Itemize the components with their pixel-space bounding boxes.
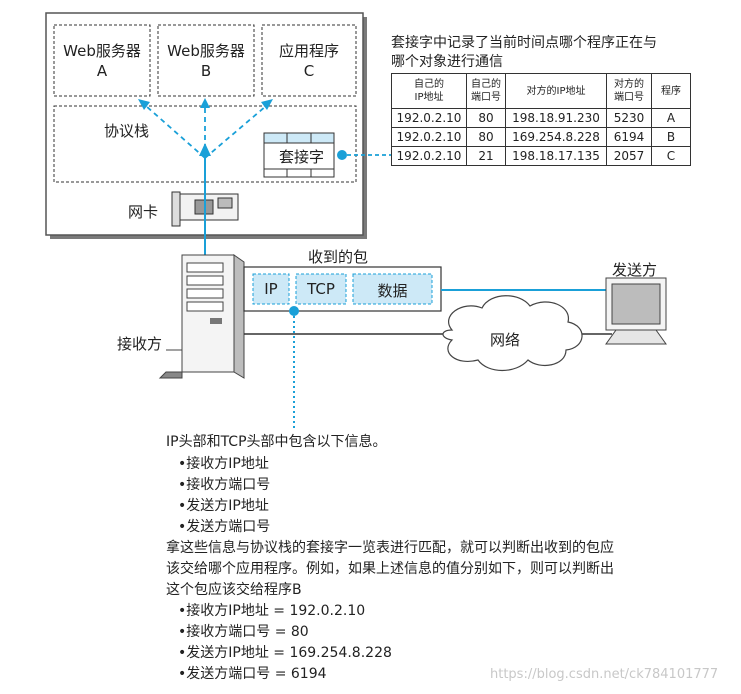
col-header: 程序 <box>651 73 691 109</box>
table-cell: B <box>651 127 691 147</box>
app-b-box <box>157 24 255 97</box>
ip-field-label: IP <box>264 280 278 298</box>
app-a-box <box>53 24 151 97</box>
table-cell: A <box>651 108 691 128</box>
value-item: •发送方IP地址 = 169.254.8.228 <box>178 645 392 661</box>
table-cell: 192.0.2.10 <box>391 146 467 166</box>
packet-dot <box>289 306 299 316</box>
ip-field-box <box>252 273 290 305</box>
data-field-box <box>352 273 433 305</box>
table-cell: 5230 <box>606 108 652 128</box>
table-cell: C <box>651 146 691 166</box>
col-header: 对方的IP地址 <box>505 73 607 109</box>
app-b-label: Web服务器 B <box>158 41 254 81</box>
dispatch-arrows <box>145 105 267 159</box>
socket-note-line2: 哪个对象进行通信 <box>391 54 503 70</box>
table-cell: 192.0.2.10 <box>391 108 467 128</box>
explanation-para-line3: 这个包应该交给程序B <box>166 582 302 598</box>
explanation-intro: IP头部和TCP头部中包含以下信息。 <box>166 434 387 450</box>
tcp-field-box <box>295 273 347 305</box>
app-c-box <box>261 24 357 97</box>
field-item: •接收方IP地址 <box>178 456 269 472</box>
field-item: •发送方IP地址 <box>178 498 269 514</box>
socket-note: 套接字中记录了当前时间点哪个程序正在与 哪个对象进行通信 <box>391 34 657 72</box>
explanation-para-line1: 拿这些信息与协议栈的套接字一览表进行匹配，就可以判断出收到的包应 <box>166 540 614 556</box>
table-cell: 198.18.17.135 <box>505 146 607 166</box>
protocol-stack-label: 协议栈 <box>104 122 150 140</box>
app-a-id: A <box>96 62 108 80</box>
network-cloud <box>442 295 583 372</box>
arrow-to-b <box>200 98 210 108</box>
table-row: 192.0.2.10 80 169.254.8.228 6194 B <box>391 127 691 147</box>
value-item: •接收方端口号 = 80 <box>178 624 309 640</box>
field-item: •接收方端口号 <box>178 477 271 493</box>
explanation-para-line2: 该交给哪个应用程序。例如，如果上述信息的值分别如下，则可以判断出 <box>166 561 614 577</box>
nic-icon <box>171 191 239 227</box>
receiver-label: 接收方 <box>117 335 163 353</box>
table-cell: 2057 <box>606 146 652 166</box>
app-c-name: 应用程序 <box>278 42 339 60</box>
table-cell: 169.254.8.228 <box>505 127 607 147</box>
col-header: 对方的端口号 <box>606 73 652 109</box>
table-cell: 192.0.2.10 <box>391 127 467 147</box>
table-cell: 6194 <box>606 127 652 147</box>
table-cell: 80 <box>466 108 506 128</box>
value-item: •发送方端口号 = 6194 <box>178 666 327 682</box>
arrow-to-c <box>261 99 273 110</box>
watermark: https://blog.csdn.net/ck784101777 <box>490 667 719 682</box>
network-label: 网络 <box>490 331 521 349</box>
table-cell: 21 <box>466 146 506 166</box>
server-icon <box>158 254 245 379</box>
data-field-label: 数据 <box>377 282 408 300</box>
packet-title: 收到的包 <box>308 248 369 266</box>
table-cell: 198.18.91.230 <box>505 108 607 128</box>
table-row: 192.0.2.10 21 198.18.17.135 2057 C <box>391 146 691 166</box>
socket-dot <box>337 150 347 160</box>
app-b-name: Web服务器 <box>167 42 245 60</box>
socket-label: 套接字 <box>277 146 327 167</box>
app-b-id: B <box>200 62 212 80</box>
app-c-id: C <box>303 62 315 80</box>
value-item: •接收方IP地址 = 192.0.2.10 <box>178 603 366 619</box>
sender-label: 发送方 <box>612 261 658 279</box>
socket-note-line1: 套接字中记录了当前时间点哪个程序正在与 <box>391 35 657 51</box>
app-a-label: Web服务器 A <box>54 41 150 81</box>
app-a-name: Web服务器 <box>63 42 141 60</box>
tcp-field-label: TCP <box>307 280 335 298</box>
monitor-icon <box>605 277 667 345</box>
field-item: •发送方端口号 <box>178 519 271 535</box>
table-cell: 80 <box>466 127 506 147</box>
table-row: 192.0.2.10 80 198.18.91.230 5230 A <box>391 108 691 128</box>
app-c-label: 应用程序 C <box>262 41 356 81</box>
col-header: 自己的端口号 <box>466 73 506 109</box>
nic-label: 网卡 <box>128 203 159 221</box>
arrow-to-a <box>138 99 150 110</box>
arrow-to-stack <box>199 143 211 156</box>
